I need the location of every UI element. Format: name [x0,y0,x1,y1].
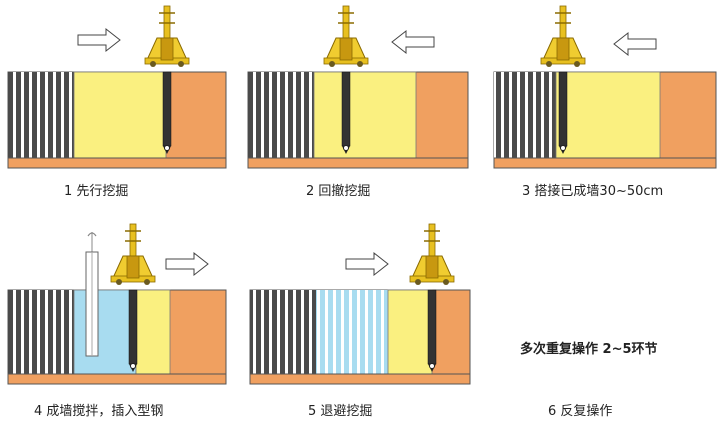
panel-step-1 [7,5,227,169]
panel-step-2 [247,5,469,169]
steel-beam-icon [85,232,99,357]
step-6-caption: 6 反复操作 [548,404,613,419]
panel-step-3 [493,5,717,169]
step-5-caption: 5 退避挖掘 [308,404,373,419]
step-1-caption: 1 先行挖掘 [64,184,129,199]
repeat-note: 多次重复操作 2~5环节 [520,342,658,357]
step-4-caption: 4 成墙搅拌，插入型钢 [34,404,164,419]
arrow-right-icon [77,28,121,52]
arrow-right-icon [165,252,209,276]
arrow-right-icon [345,252,389,276]
arrow-left-icon [391,30,435,54]
step-2-caption: 2 回撤挖掘 [306,184,371,199]
step-3-caption: 3 搭接已成墙30~50cm [522,184,664,199]
arrow-left-icon [613,32,657,56]
panel-step-4 [7,223,227,385]
panel-step-5 [249,223,471,385]
